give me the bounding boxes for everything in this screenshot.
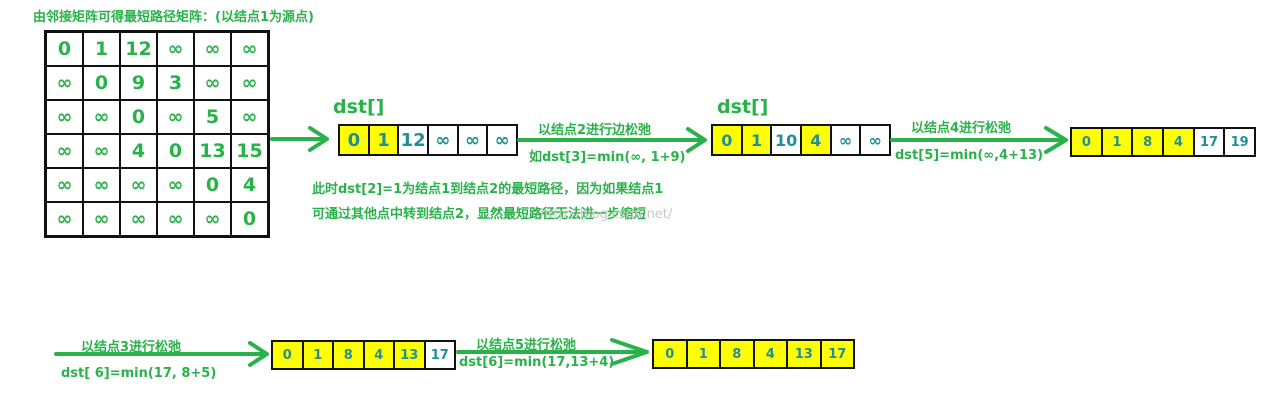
matrix-cell: ∞ xyxy=(82,133,121,169)
matrix-cell: 0 xyxy=(119,99,158,135)
matrix-cell: 12 xyxy=(119,30,158,67)
step-formula-node5: dst[6]=min(17,13+4) xyxy=(459,355,615,370)
dst-label-initial: dst[] xyxy=(333,96,385,118)
matrix-cell: 4 xyxy=(230,167,270,203)
dst-cell: 17 xyxy=(821,341,853,367)
matrix-heading: 由邻接矩阵可得最短路径矩阵：(以结点1为源点) xyxy=(33,10,314,25)
step-title-node3: 以结点3进行松弛 xyxy=(81,340,182,355)
matrix-cell: ∞ xyxy=(230,30,270,67)
matrix-cell: ∞ xyxy=(230,65,270,101)
dst-cell: ∞ xyxy=(488,126,517,154)
matrix-cell: ∞ xyxy=(44,201,84,238)
matrix-cell: ∞ xyxy=(193,201,232,238)
dst-cell: 4 xyxy=(754,341,788,367)
dst-cell: 1 xyxy=(687,341,721,367)
matrix-cell: ∞ xyxy=(82,201,121,238)
dst-cell: ∞ xyxy=(458,126,489,154)
arrow-matrix-to-dst xyxy=(270,126,329,152)
matrix-cell: 4 xyxy=(119,133,158,169)
dst-cell: 4 xyxy=(802,126,832,154)
matrix-cell: 5 xyxy=(193,99,232,135)
matrix-cell: ∞ xyxy=(193,30,232,67)
arrow-node4-relax xyxy=(890,126,1068,154)
note-line-2: 可通过其他点中转到结点2，显然最短路径无法进一步缩短 xyxy=(312,207,647,222)
dst-cell: 0 xyxy=(713,126,743,154)
matrix-cell: 15 xyxy=(230,133,270,169)
matrix-cell: ∞ xyxy=(230,99,270,135)
matrix-cell: 1 xyxy=(82,30,121,67)
dst-cell: 1 xyxy=(303,342,334,368)
dst-cell: ∞ xyxy=(861,126,890,154)
matrix-cell: ∞ xyxy=(82,167,121,203)
dst-cell: 13 xyxy=(395,342,426,368)
dst-cell: 4 xyxy=(1164,129,1195,155)
step-title-node5: 以结点5进行松弛 xyxy=(476,338,577,353)
dst-cell: ∞ xyxy=(831,126,862,154)
dst-cell: ∞ xyxy=(429,126,459,154)
dst-label-after-node2: dst[] xyxy=(717,96,769,118)
matrix-cell: 3 xyxy=(156,65,195,101)
matrix-cell: 9 xyxy=(119,65,158,101)
dst-cell: 0 xyxy=(273,342,304,368)
step-title-node2: 以结点2进行边松弛 xyxy=(538,123,652,138)
dst-cell: 13 xyxy=(788,341,822,367)
step-formula-node2: 如dst[3]=min(∞, 1+9) xyxy=(529,150,686,165)
matrix-cell: ∞ xyxy=(156,30,195,67)
note-line-1: 此时dst[2]=1为结点1到结点2的最短路径，因为如果结点1 xyxy=(312,182,664,197)
matrix-cell: 0 xyxy=(156,133,195,169)
watermark: http://blog.csdn.net/ xyxy=(540,207,673,222)
step-formula-node3: dst[ 6]=min(17, 8+5) xyxy=(61,366,217,381)
matrix-cell: ∞ xyxy=(44,99,84,135)
arrow-node2-relax xyxy=(517,127,707,153)
matrix-cell: 0 xyxy=(82,65,121,101)
matrix-cell: 13 xyxy=(193,133,232,169)
matrix-cell: ∞ xyxy=(156,167,195,203)
matrix-cell: ∞ xyxy=(44,133,84,169)
dst-cell: 1 xyxy=(1102,129,1134,155)
dst-cell: 0 xyxy=(340,126,370,154)
dst-cell: 0 xyxy=(654,341,688,367)
matrix-row: ∞∞∞∞∞0 xyxy=(44,201,270,238)
dst-cell: 17 xyxy=(425,342,454,368)
dst-cell: 17 xyxy=(1194,129,1226,155)
matrix-cell: 0 xyxy=(230,201,270,238)
matrix-cell: ∞ xyxy=(119,167,158,203)
matrix-cell: 0 xyxy=(44,30,84,67)
step-title-node4: 以结点4进行松弛 xyxy=(911,121,1012,136)
dst-cell: 8 xyxy=(1133,129,1165,155)
dst-cell: 1 xyxy=(369,126,400,154)
dst-cell: 19 xyxy=(1225,129,1255,155)
matrix-cell: ∞ xyxy=(193,65,232,101)
dst-cell: 8 xyxy=(721,341,755,367)
dst-cell: 1 xyxy=(742,126,773,154)
matrix-cell: ∞ xyxy=(82,99,121,135)
matrix-cell: ∞ xyxy=(156,99,195,135)
matrix-cell: ∞ xyxy=(44,65,84,101)
matrix-cell: ∞ xyxy=(156,201,195,238)
arrow-node5-relax xyxy=(456,338,649,366)
matrix-cell: ∞ xyxy=(44,167,84,203)
dst-cell: 12 xyxy=(399,126,430,154)
matrix-cell: 0 xyxy=(193,167,232,203)
dst-cell: 4 xyxy=(364,342,395,368)
dst-cell: 0 xyxy=(1072,129,1103,155)
arrow-node3-relax xyxy=(54,341,269,367)
dst-cell: 10 xyxy=(772,126,803,154)
matrix-cell: ∞ xyxy=(119,201,158,238)
dst-cell: 8 xyxy=(334,342,365,368)
matrix-row: ∞∞0∞5∞ xyxy=(44,99,270,135)
step-formula-node4: dst[5]=min(∞,4+13) xyxy=(895,148,1044,163)
